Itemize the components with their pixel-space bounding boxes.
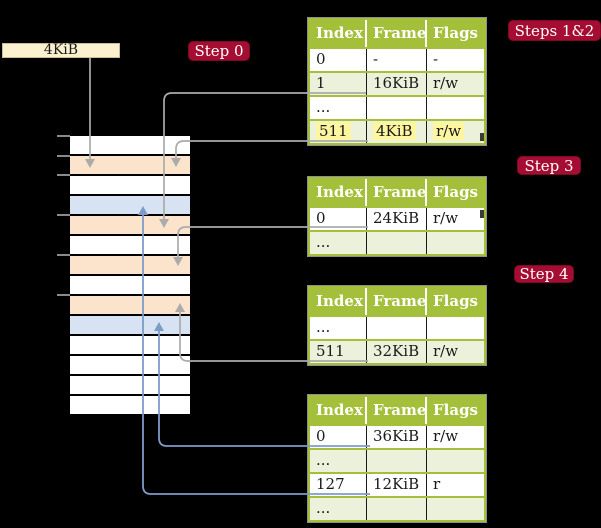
table-cell: r/w (427, 121, 484, 143)
table-cell: r/w (433, 427, 459, 445)
table-cell: - (433, 50, 439, 68)
table-cell: 0 (310, 49, 367, 71)
table-cell: 32KiB (367, 341, 427, 363)
table-row: 0-- (310, 47, 484, 71)
column-header: Index (310, 179, 367, 206)
memory-frame-row-white (70, 276, 190, 294)
table-cell (367, 232, 427, 254)
table-cell (427, 317, 484, 339)
column-header: Flags (433, 183, 478, 201)
table-cell: 511 (310, 121, 367, 143)
memory-frame-row-blue (70, 196, 190, 214)
badge-steps-1-2: Steps 1&2 (508, 20, 601, 41)
column-header: Flags (433, 401, 478, 419)
table-row: ... (310, 448, 484, 472)
table-cell: ... (310, 498, 367, 520)
column-header: Frame (367, 20, 427, 47)
memory-frame-row-orange (70, 216, 190, 234)
memory-frame-row-white (70, 376, 190, 394)
memory-tick (57, 174, 70, 176)
table-cell: 16KiB (367, 73, 427, 95)
memory-frame-row-orange (70, 296, 190, 314)
memory-frame-row-white (70, 236, 190, 254)
table-cell: 4KiB (367, 121, 427, 143)
column-header: Flags (433, 24, 478, 42)
memory-tick (57, 294, 70, 296)
table-row: ... (310, 230, 484, 254)
table-row: ... (310, 496, 484, 520)
table-cell (427, 450, 484, 472)
frame-size-label: 4KiB (2, 43, 120, 58)
column-header: Flags (433, 292, 478, 310)
memory-tick (57, 254, 70, 256)
table-cell: 0 (310, 208, 367, 230)
memory-frame-row-orange (70, 256, 190, 274)
table-cell: 0 (310, 426, 367, 448)
table-cell: 24KiB (367, 208, 427, 230)
physical-memory-column (70, 136, 190, 416)
table-cell: ... (310, 97, 367, 119)
table-cell (427, 232, 484, 254)
column-header: Index (310, 288, 367, 315)
memory-frame-row-orange (70, 156, 190, 174)
memory-frame-row-white (70, 136, 190, 154)
column-header: Frame (367, 288, 427, 315)
table-cell (367, 317, 427, 339)
table-cell: 511 (310, 341, 367, 363)
column-header: Index (310, 397, 367, 424)
table-cell: ... (310, 450, 367, 472)
badge-step-4: Step 4 (514, 265, 574, 283)
table-cell (427, 498, 484, 520)
memory-tick (57, 155, 70, 157)
column-header: Frame (367, 179, 427, 206)
badge-step-0: Step 0 (188, 41, 250, 61)
table-cell (427, 97, 484, 119)
table-cell (367, 450, 427, 472)
column-header: Frame (367, 397, 427, 424)
entry-marker (480, 210, 484, 218)
table-cell: 36KiB (367, 426, 427, 448)
table-cell: r (433, 475, 441, 493)
table-cell: 1 (310, 73, 367, 95)
table-cell: r/w (433, 342, 459, 360)
memory-tick (57, 214, 70, 216)
table-cell (367, 97, 427, 119)
table-cell: - (367, 49, 427, 71)
table-row: ... (310, 95, 484, 119)
table-cell: 127 (310, 474, 367, 496)
table-row: ... (310, 315, 484, 339)
table-cell: 12KiB (367, 474, 427, 496)
entry-marker (480, 133, 484, 141)
memory-frame-row-white (70, 396, 190, 414)
badge-step-3: Step 3 (517, 156, 581, 175)
column-header: Index (310, 20, 367, 47)
memory-frame-row-white (70, 336, 190, 354)
table-cell: r/w (433, 209, 459, 227)
memory-frame-row-blue (70, 316, 190, 334)
table-cell: ... (310, 317, 367, 339)
table-cell (367, 498, 427, 520)
memory-frame-row-white (70, 176, 190, 194)
table-cell: r/w (433, 74, 459, 92)
table-cell: ... (310, 232, 367, 254)
memory-frame-row-white (70, 356, 190, 374)
memory-tick (57, 135, 70, 137)
